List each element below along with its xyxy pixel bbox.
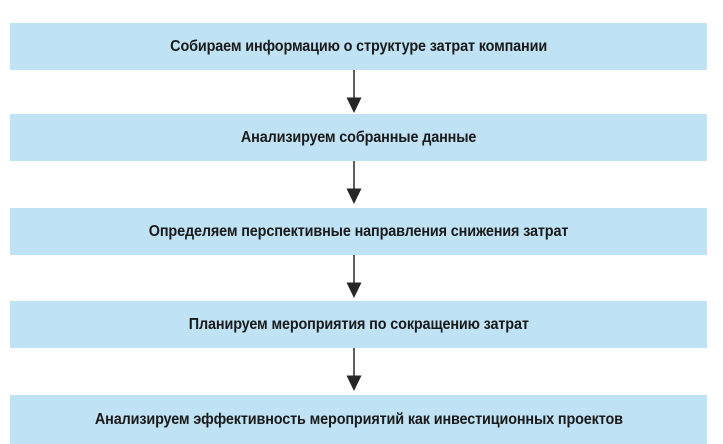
flowchart-connector-2 [341, 161, 367, 205]
flowchart-step-5-label: Анализируем эффективность мероприятий ка… [94, 410, 623, 428]
flowchart-step-3: Определяем перспективные направления сни… [10, 208, 707, 255]
flowchart-step-4-label: Планируем мероприятия по сокращению затр… [188, 315, 529, 333]
flowchart-step-1-label: Собираем информацию о структуре затрат к… [170, 37, 547, 55]
flowchart-step-4: Планируем мероприятия по сокращению затр… [10, 301, 707, 348]
flowchart-connector-4 [341, 348, 367, 392]
flowchart-step-3-label: Определяем перспективные направления сни… [148, 222, 569, 240]
down-arrow-icon [346, 161, 362, 204]
flowchart-connector-3 [341, 255, 367, 299]
down-arrow-icon [346, 348, 362, 391]
flowchart-step-5: Анализируем эффективность мероприятий ка… [10, 395, 707, 444]
flowchart-step-1: Собираем информацию о структуре затрат к… [10, 23, 707, 70]
flowchart-step-2-label: Анализируем собранные данные [240, 128, 477, 146]
flowchart-step-2: Анализируем собранные данные [10, 114, 707, 161]
flowchart-connector-1 [341, 70, 367, 114]
down-arrow-icon [346, 70, 362, 113]
down-arrow-icon [346, 255, 362, 298]
